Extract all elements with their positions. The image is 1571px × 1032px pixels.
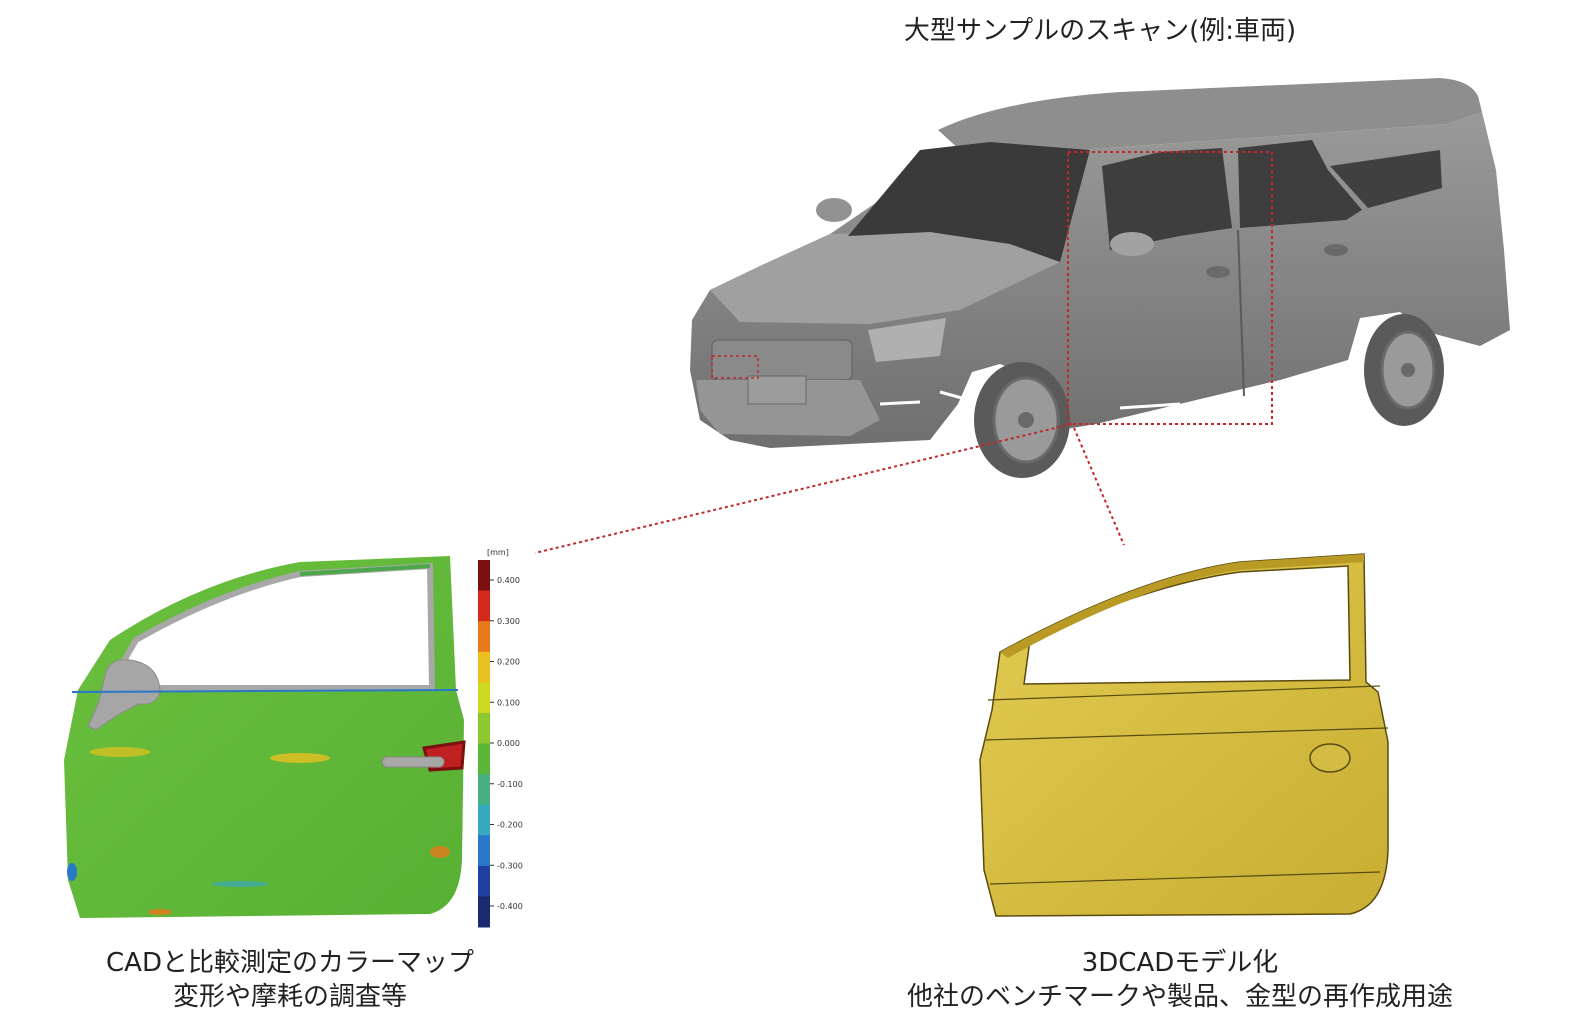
car-mirror-front <box>816 198 852 222</box>
car-roof <box>938 78 1482 150</box>
colormap-orange-spot <box>430 846 450 858</box>
colorbar-swatch <box>478 712 490 744</box>
colorbar-ticks: 0.400 0.300 0.200 0.100 0.000 -0.100 -0.200 -0.… <box>490 576 523 911</box>
car-front-window <box>1102 148 1232 250</box>
colorbar-tick-label: -0.200 <box>497 821 523 830</box>
cad-door-handle <box>1309 743 1351 773</box>
colormap-yellow-band <box>270 753 330 763</box>
car-door-seam <box>1237 229 1245 397</box>
colorbar-tick-label: 0.200 <box>497 658 520 667</box>
car-rear-window <box>1238 140 1362 228</box>
colorbar-tick-label: -0.300 <box>497 861 523 870</box>
cad-lower-line <box>989 871 1381 885</box>
figure-title: 大型サンプルのスキャン(例:車両) <box>903 16 1297 46</box>
colorbar-tick-label: 0.400 <box>497 576 520 585</box>
colorbar-swatch <box>478 804 490 836</box>
colormap-door-handle <box>381 756 445 768</box>
colorbar-swatch <box>478 651 490 683</box>
car-rear-wheel <box>1364 314 1444 426</box>
car-quarter-window <box>1330 150 1442 208</box>
colormap-mirror <box>87 659 161 731</box>
cad-crease-line <box>985 727 1389 741</box>
colorbar-swatch <box>478 896 490 928</box>
colormap-belt-line <box>71 689 459 693</box>
colormap-cyan-band <box>212 881 268 887</box>
cad-belt-line <box>987 685 1381 701</box>
colorbar-tick-label: 0.000 <box>497 739 520 748</box>
car-door-handle-front <box>1206 266 1230 278</box>
colorbar: [mm] 0.400 0.300 0.200 0.100 0.000 -0.100 -0.2… <box>478 548 523 928</box>
colorbar-swatch <box>478 835 490 867</box>
left-caption: CADと比較測定のカラーマップ 変形や摩耗の調査等 <box>40 946 540 1014</box>
right-caption-line1: 3DCADモデル化 <box>1081 948 1279 978</box>
colorbar-swatches <box>478 560 490 928</box>
colorbar-swatch <box>478 743 490 775</box>
colormap-blue-spot <box>67 863 77 881</box>
leader-line-left <box>534 423 1073 554</box>
colorbar-swatch <box>478 865 490 897</box>
colorbar-swatch <box>478 621 490 653</box>
car-license-plate <box>747 375 807 405</box>
car-door-handle-rear <box>1324 244 1348 256</box>
colorbar-swatch <box>478 590 490 622</box>
leader-line-right <box>1073 427 1125 546</box>
colormap-yellow-band <box>90 747 150 757</box>
door-highlight-box <box>1067 151 1273 425</box>
colormap-frame-top <box>299 564 431 576</box>
scan-gaps <box>879 376 1341 410</box>
left-caption-line1: CADと比較測定のカラーマップ <box>106 948 474 978</box>
car-windshield <box>848 142 1090 262</box>
car-front-bumper <box>696 380 880 436</box>
right-caption-line2: 他社のベンチマークや製品、金型の再作成用途 <box>906 982 1453 1012</box>
cad-window-opening <box>1023 565 1351 685</box>
colormap-window-frame <box>102 562 436 691</box>
colorbar-tick-label: -0.100 <box>497 780 523 789</box>
colorbar-swatch <box>478 682 490 714</box>
car-hood <box>710 232 1060 324</box>
car-headlight <box>868 318 946 362</box>
colorbar-tick-label: 0.300 <box>497 617 520 626</box>
right-caption: 3DCADモデル化 他社のベンチマークや製品、金型の再作成用途 <box>870 946 1490 1014</box>
grille-highlight-box <box>711 355 759 379</box>
colorbar-tick-label: -0.400 <box>497 902 523 911</box>
car-mirror-side <box>1110 232 1154 256</box>
cad-door <box>979 553 1389 917</box>
car-front-wheel <box>974 362 1070 478</box>
colorbar-tick-label: 0.100 <box>497 698 520 707</box>
colorbar-swatch <box>478 560 490 592</box>
colormap-door <box>64 556 466 918</box>
left-caption-line2: 変形や摩耗の調査等 <box>172 982 407 1012</box>
colorbar-unit: [mm] <box>487 548 509 557</box>
scanned-car <box>690 78 1510 478</box>
colorbar-swatch <box>478 774 490 806</box>
cad-frame-top <box>1000 554 1364 658</box>
colormap-orange-spot <box>148 909 172 915</box>
car-grille <box>711 339 853 381</box>
